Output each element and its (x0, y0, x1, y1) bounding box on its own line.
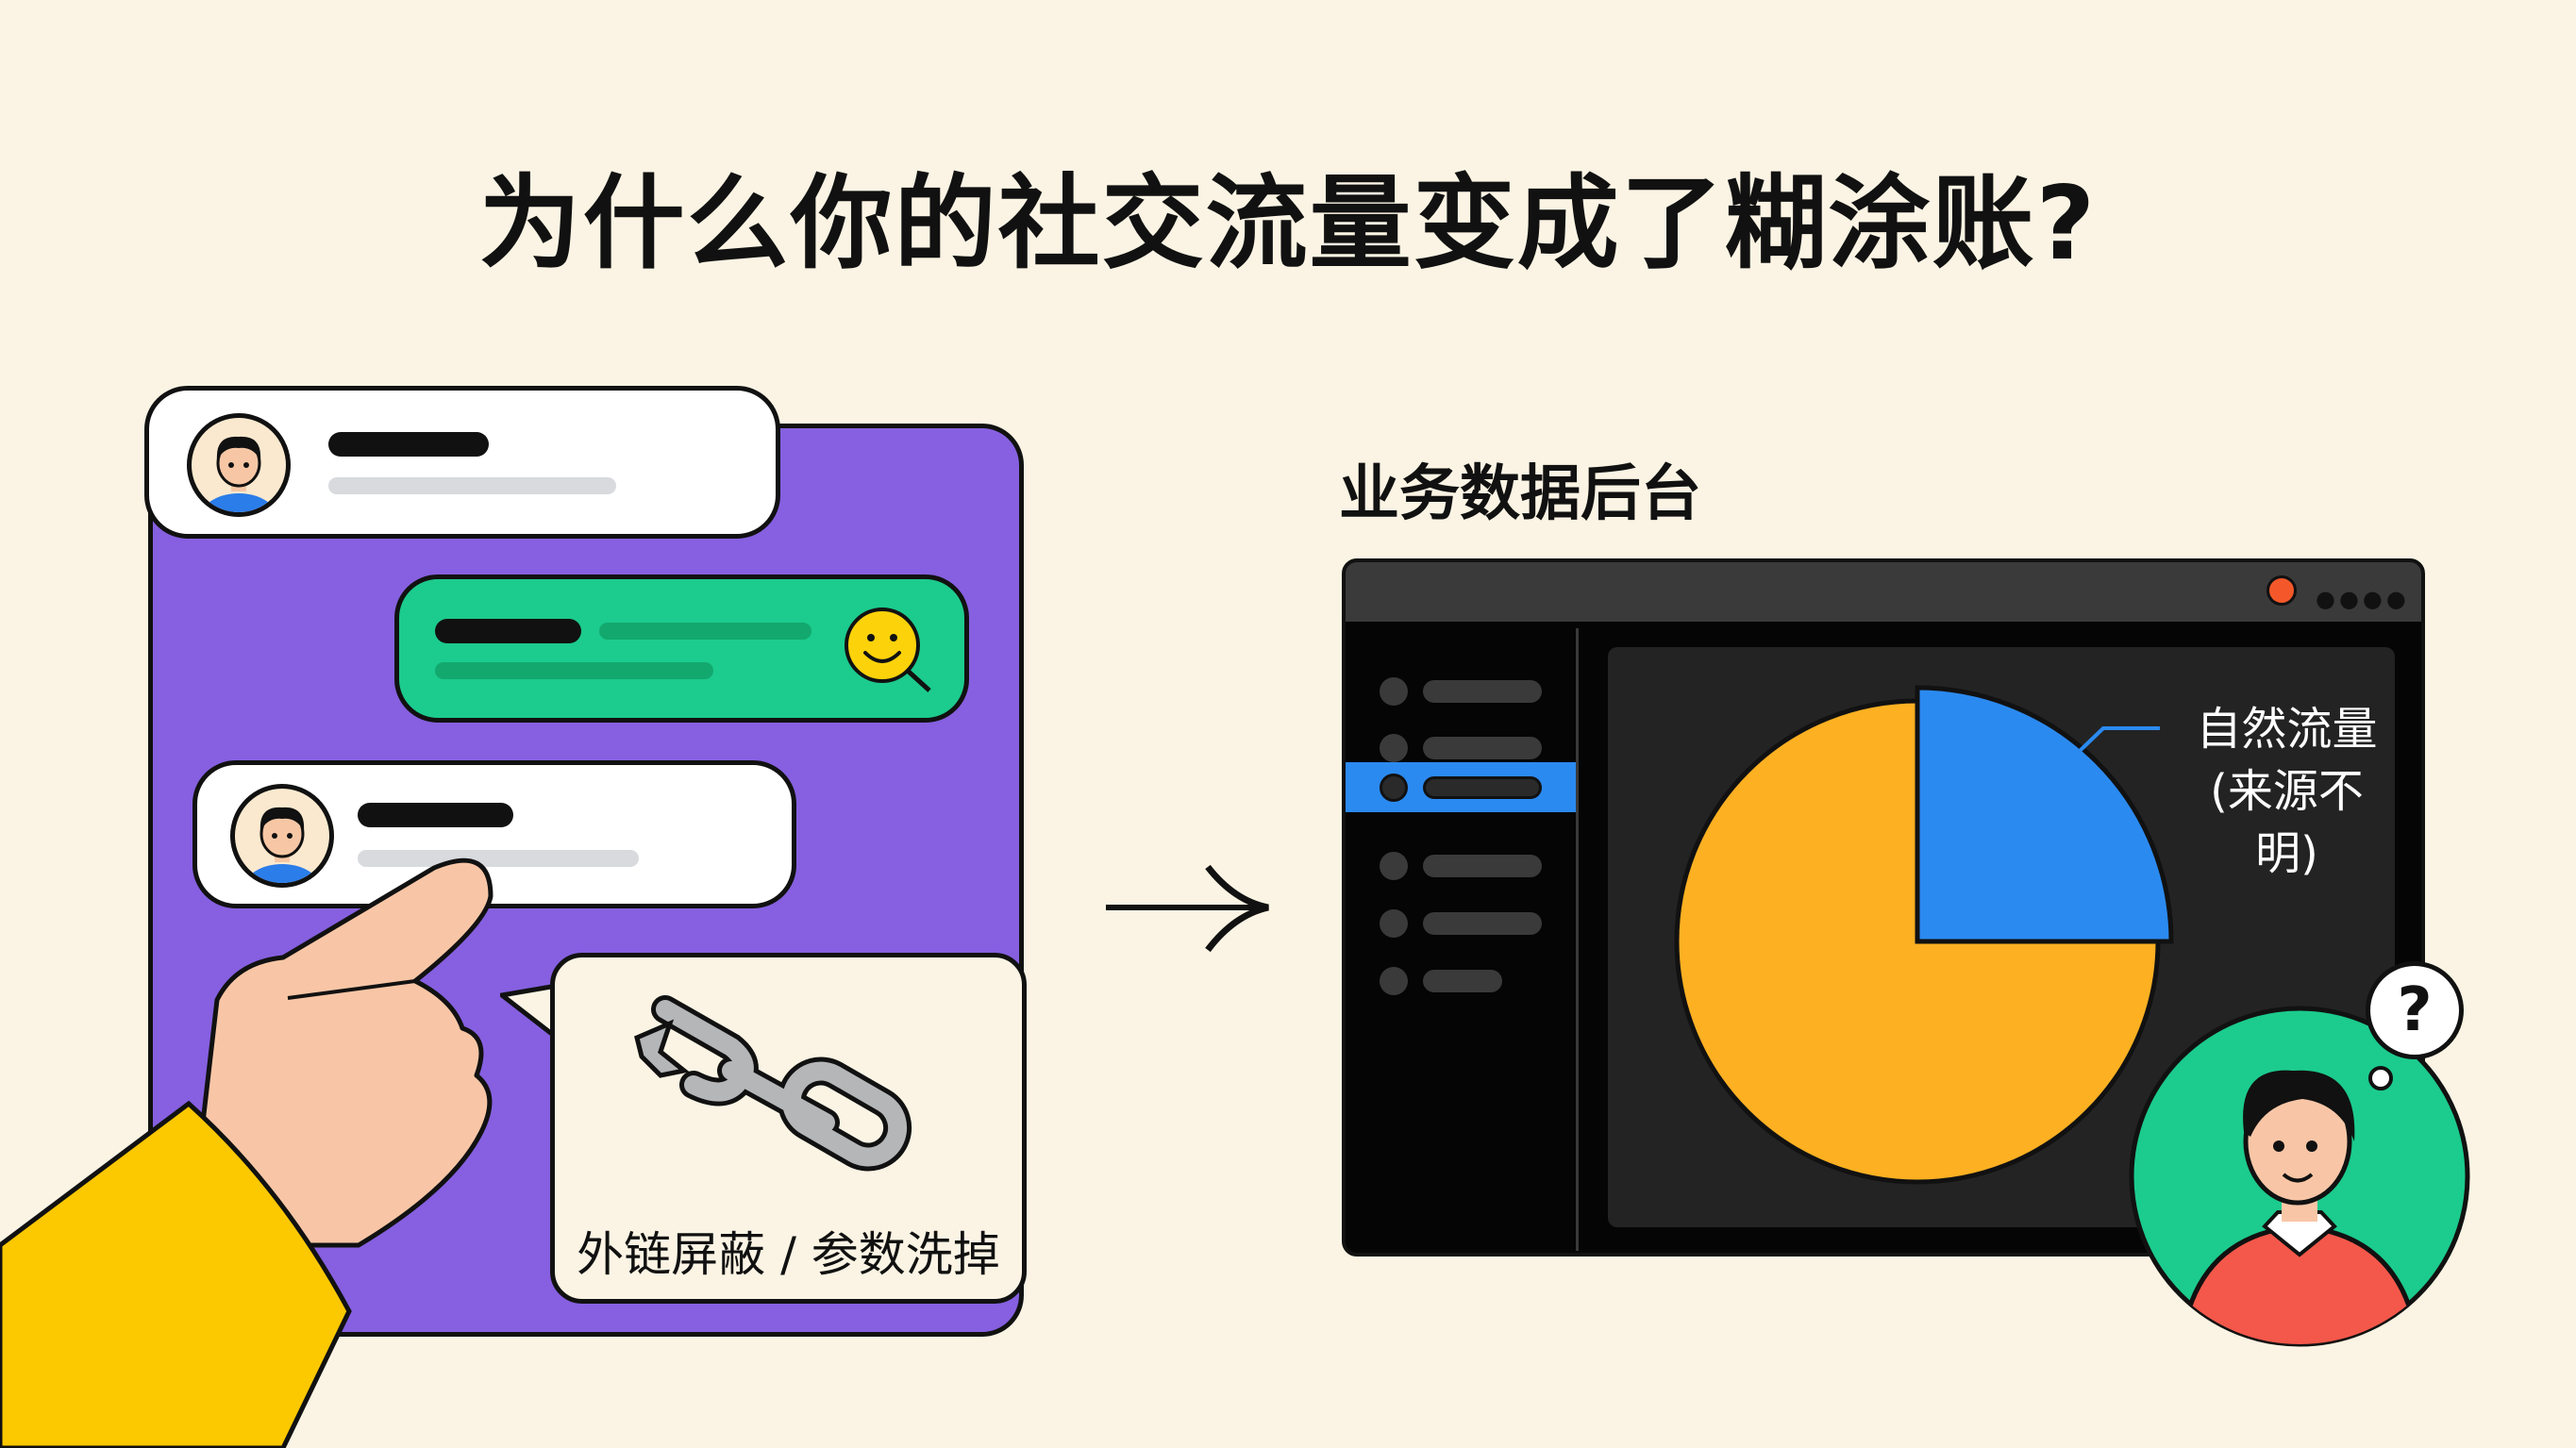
smiley-search-icon (845, 607, 931, 692)
pie-label-line2: (来源不明) (2210, 765, 2364, 880)
page-title: 为什么你的社交流量变成了糊涂账? (478, 165, 2098, 283)
sidebar-item[interactable] (1346, 956, 1576, 1006)
pie-label-line1: 自然流量 (2196, 703, 2378, 756)
broken-chain-icon (634, 995, 912, 1172)
pie-slice (1674, 698, 2161, 1185)
dashboard-title: 业务数据后台 (1339, 459, 1701, 529)
message-text-bar (358, 850, 639, 867)
link-warning-label: 外链屏蔽 / 参数洗掉 (577, 1227, 1000, 1282)
message-text-bar (435, 662, 713, 679)
pie-label: 自然流量 (来源不明) (2179, 698, 2395, 885)
pie-slice (1915, 685, 2174, 944)
sidebar-item[interactable] (1346, 666, 1576, 716)
message-title-bar (358, 803, 513, 827)
chat-message-2 (394, 574, 969, 723)
confused-person (2129, 1006, 2470, 1347)
pie-label-leader (2078, 726, 2160, 753)
arrow-right-icon (1106, 864, 1269, 953)
user-avatar (187, 413, 291, 517)
message-text-bar (328, 477, 616, 494)
chat-message-1 (144, 386, 780, 539)
message-title-bar (328, 432, 489, 457)
chat-message-3 (192, 760, 796, 908)
pie-chart (1674, 685, 2174, 1185)
sidebar-item[interactable] (1346, 723, 1576, 773)
message-text-bar (599, 623, 811, 640)
sidebar-item[interactable] (1346, 898, 1576, 948)
more-dots-icon[interactable]: ●●●● (2316, 586, 2410, 612)
pointing-hand (0, 857, 493, 1448)
message-title-bar (435, 619, 581, 643)
record-dot-icon (2267, 575, 2297, 606)
thought-bubble: ? (2366, 961, 2464, 1059)
sidebar-item[interactable] (1346, 841, 1576, 890)
sidebar-item-active[interactable] (1346, 762, 1576, 812)
window-titlebar: ●●●● (1346, 562, 2421, 622)
thought-dot (2368, 1066, 2393, 1090)
user-avatar (230, 784, 334, 888)
sidebar-divider (1576, 628, 1579, 1251)
